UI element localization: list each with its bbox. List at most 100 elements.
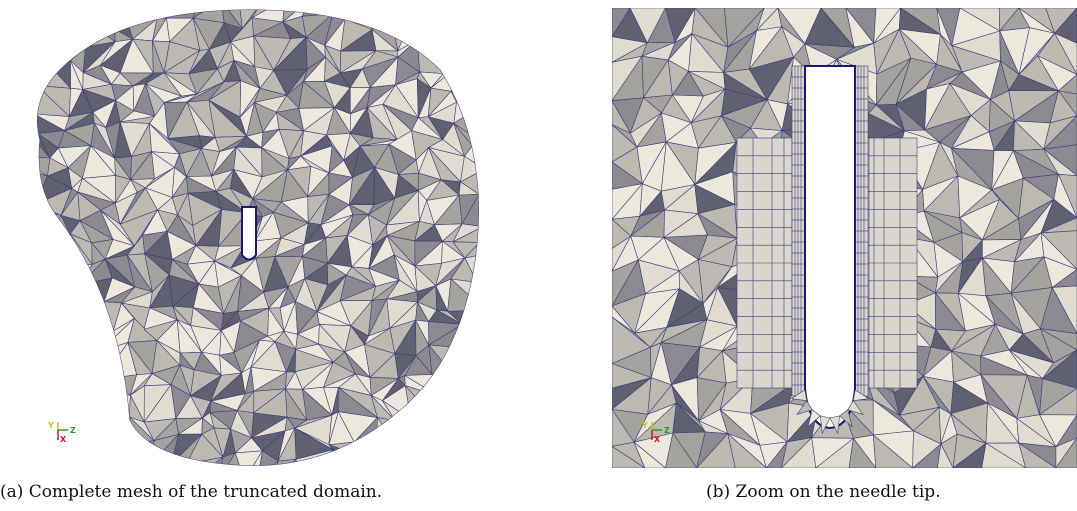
mesh-triangle — [37, 106, 38, 134]
mesh-triangle — [70, 10, 89, 26]
mesh-triangle — [338, 449, 377, 466]
mesh-triangle — [47, 263, 69, 292]
mesh-triangle — [447, 16, 479, 40]
mesh-triangle — [468, 384, 479, 416]
mesh-triangle — [37, 21, 49, 47]
mesh-triangle — [483, 222, 500, 242]
axis-label-y: Y — [47, 421, 54, 430]
mesh-triangle — [487, 314, 500, 328]
mesh-triangle — [391, 433, 406, 462]
mesh-triangle — [37, 210, 47, 238]
mesh-triangle — [37, 368, 49, 390]
mesh-triangle — [41, 326, 73, 356]
mesh-triangle — [404, 418, 436, 438]
mesh-triangle — [449, 466, 484, 480]
mesh-triangle — [431, 393, 461, 417]
mesh-triangle — [37, 235, 47, 256]
mesh-triangle — [70, 10, 83, 26]
mesh-triangle — [1018, 442, 1057, 468]
tip-triangle — [807, 409, 821, 428]
mesh-triangle — [407, 459, 442, 466]
mesh-triangle — [481, 436, 500, 466]
mesh-triangle — [44, 43, 71, 62]
mesh-triangle — [78, 427, 100, 454]
mesh-triangle — [486, 385, 500, 415]
mesh-triangle — [633, 442, 666, 468]
mesh-triangle — [456, 327, 479, 348]
mesh-triangle — [441, 467, 455, 480]
mesh-complete-image: Y Z X — [20, 0, 500, 480]
mesh-triangle — [447, 346, 479, 370]
tip-triangle — [790, 389, 808, 402]
mesh-triangle — [848, 437, 877, 468]
mesh-triangle — [167, 463, 194, 466]
mesh-triangle — [431, 20, 454, 36]
mesh-triangle — [471, 134, 479, 156]
mesh-triangle — [37, 339, 49, 370]
mesh-triangle — [60, 343, 85, 380]
mesh-triangle — [98, 452, 124, 466]
mesh-triangle — [433, 436, 457, 466]
mesh-triangle — [37, 42, 46, 66]
mesh-triangle — [55, 284, 89, 305]
mesh-triangle — [404, 10, 434, 21]
mesh-triangle — [60, 378, 92, 399]
mesh-triangle — [727, 432, 767, 468]
mesh-triangle — [450, 68, 475, 92]
mesh-triangle — [39, 383, 63, 413]
mesh-triangle — [981, 442, 1027, 468]
mesh-triangle — [404, 433, 435, 460]
mesh-triangle — [370, 449, 396, 466]
mesh-triangle — [37, 405, 59, 438]
mesh-triangle — [46, 289, 57, 313]
mesh-triangle — [370, 438, 393, 451]
mesh-triangle — [484, 465, 500, 480]
mesh-triangle — [481, 436, 500, 465]
mesh-triangle — [431, 414, 449, 438]
mesh-triangle — [37, 236, 62, 265]
mesh-triangle — [37, 448, 56, 466]
mesh-triangle — [37, 405, 60, 437]
mesh-triangle — [60, 343, 91, 380]
mesh-triangle — [872, 434, 914, 468]
mesh-zoom-panel: Y Z X — [612, 8, 1077, 468]
needle-hole — [241, 206, 257, 261]
mesh-triangle — [47, 369, 63, 392]
caption-b: (b) Zoom on the needle tip. — [706, 482, 941, 502]
mesh-triangle — [480, 242, 500, 254]
mesh-triangle — [480, 0, 500, 29]
mesh-triangle — [83, 330, 115, 352]
mesh-triangle — [20, 0, 33, 27]
mesh-triangle — [454, 435, 479, 466]
mesh-triangle — [20, 0, 35, 27]
mesh-triangle — [126, 10, 153, 20]
tip-triangle — [852, 389, 870, 402]
mesh-triangle — [37, 306, 48, 320]
mesh-triangle — [37, 290, 49, 312]
mesh-triangle — [404, 433, 433, 461]
mesh-triangle — [1055, 437, 1077, 468]
mesh-triangle — [448, 16, 479, 36]
mesh-triangle — [472, 81, 479, 112]
mesh-triangle — [37, 408, 40, 436]
tip-triangle — [829, 415, 840, 435]
mesh-triangle — [397, 433, 409, 461]
mesh-triangle — [97, 436, 122, 458]
mesh-triangle — [453, 10, 479, 23]
axis-label-x: X — [654, 435, 661, 444]
mesh-triangle — [417, 38, 445, 74]
mesh-triangle — [20, 190, 35, 211]
mesh-triangle — [308, 10, 334, 15]
mesh-triangle — [20, 204, 35, 211]
tip-triangle — [847, 400, 864, 415]
mesh-triangle — [431, 10, 457, 22]
mesh-triangle — [37, 210, 46, 238]
mesh-triangle — [448, 34, 479, 65]
mesh-triangle — [60, 378, 90, 392]
mesh-triangle — [37, 10, 72, 26]
mesh-triangle — [20, 22, 35, 43]
mesh-triangle — [480, 347, 500, 368]
mesh-triangle — [152, 459, 169, 466]
mesh-triangle — [37, 388, 41, 412]
mesh-triangle — [448, 367, 479, 386]
